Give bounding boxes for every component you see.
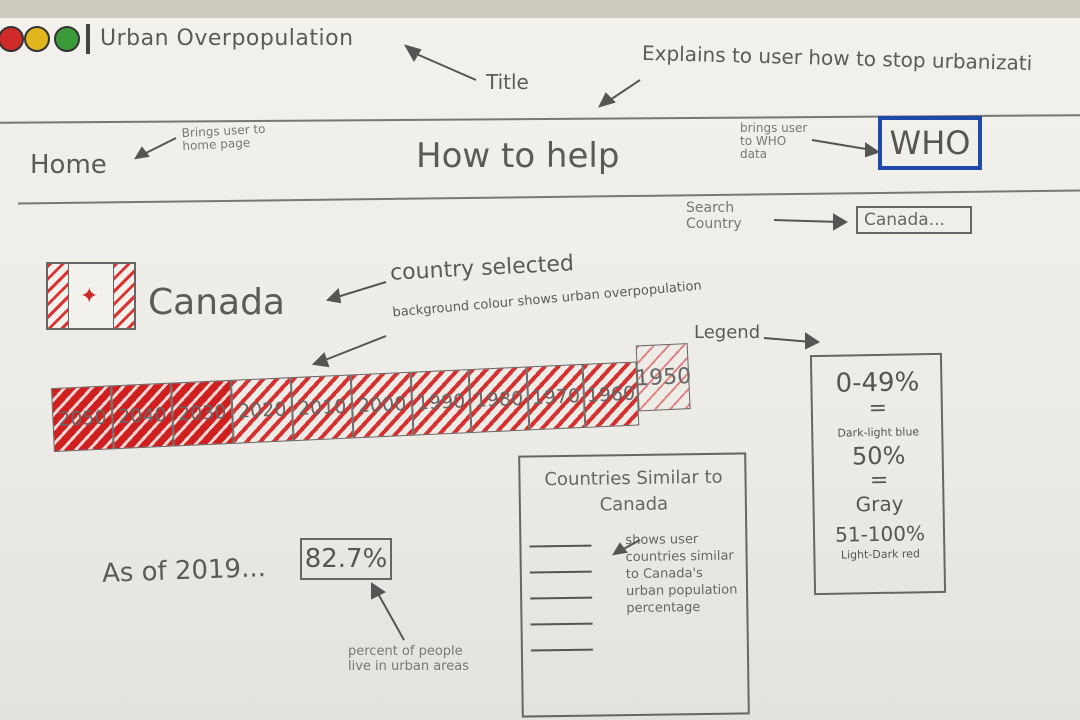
similar-country-item[interactable]: [529, 570, 592, 574]
page-title: How to help: [416, 136, 620, 176]
close-window-icon[interactable]: [0, 26, 24, 52]
legend-desc-mid: Gray: [855, 491, 904, 517]
timeline-year-cell[interactable]: 2010: [290, 374, 354, 442]
legend-annotation: Legend: [694, 322, 761, 343]
timeline-year-cell[interactable]: 2020: [230, 377, 294, 444]
title-divider: [86, 24, 90, 54]
maple-leaf-icon: ✦: [80, 284, 99, 309]
timeline-year-cell[interactable]: 2050: [51, 385, 114, 453]
similar-country-item[interactable]: [529, 544, 592, 548]
similar-countries-title: Countries Similar to Canada: [544, 466, 723, 516]
timeline-year-cell[interactable]: 1950: [635, 343, 692, 412]
canada-flag-icon: ✦: [46, 262, 136, 330]
timeline-year-cell[interactable]: 2040: [110, 382, 174, 450]
similar-country-item[interactable]: [530, 622, 593, 626]
similar-annotation: shows user countries similar to Canada's…: [625, 532, 738, 617]
legend-panel: 0-49% = Dark-light blue 50% = Gray 51-10…: [809, 352, 947, 596]
timeline-year-cell[interactable]: 1960: [582, 361, 640, 428]
window-title: Urban Overpopulation: [100, 26, 354, 51]
stat-annotation: percent of people live in urban areas: [348, 644, 469, 674]
timeline-year-cell[interactable]: 1990: [410, 369, 472, 436]
legend-equals: =: [868, 395, 888, 422]
stat-prefix: As of 2019...: [101, 553, 267, 589]
legend-desc-high: Light-Dark red: [840, 547, 921, 562]
search-annotation: Search Country: [686, 200, 742, 232]
who-annotation: brings user to WHO data: [740, 121, 808, 161]
legend-desc-low: Dark-light blue: [837, 425, 920, 440]
legend-equals: =: [869, 467, 889, 494]
timeline-year-cell[interactable]: 1980: [468, 366, 530, 434]
maximize-window-icon[interactable]: [54, 26, 80, 52]
country-name: Canada: [148, 282, 285, 323]
similar-countries-panel: Countries Similar to Canada shows user c…: [518, 452, 750, 718]
search-country-input[interactable]: Canada...: [856, 206, 972, 234]
urban-percent-value: 82.7%: [300, 538, 392, 580]
similar-country-item[interactable]: [530, 596, 593, 600]
timeline-year-cell[interactable]: 2030: [170, 379, 234, 447]
timeline-year-cell[interactable]: 1970: [526, 363, 586, 431]
home-link[interactable]: Home: [30, 150, 107, 180]
timeline-year-cell[interactable]: 2000: [350, 371, 414, 439]
legend-range-high: 51-100%: [834, 521, 926, 547]
similar-country-item[interactable]: [530, 648, 593, 652]
who-data-button[interactable]: WHO: [878, 116, 982, 170]
minimize-window-icon[interactable]: [24, 26, 50, 52]
title-annotation: Title: [486, 70, 529, 94]
